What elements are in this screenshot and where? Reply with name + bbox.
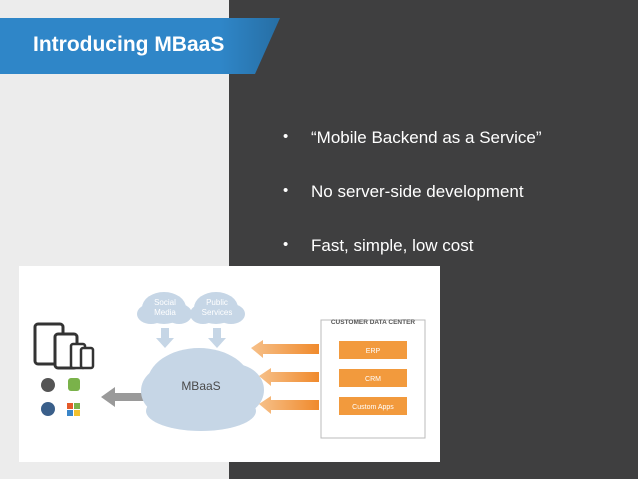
svg-text:CUSTOMER DATA CENTER: CUSTOMER DATA CENTER: [331, 319, 416, 326]
svg-text:ERP: ERP: [366, 348, 381, 355]
svg-text:Public: Public: [206, 298, 228, 307]
social-media-cloud: Social Media: [137, 292, 192, 324]
mbaas-cloud: MBaaS: [141, 348, 264, 431]
platform-icons: [41, 378, 80, 416]
arrow-to-devices: [101, 387, 147, 407]
bullet-text: Fast, simple, low cost: [311, 236, 474, 255]
title-banner: [0, 18, 280, 74]
bullet-item: • “Mobile Backend as a Service”: [283, 128, 542, 182]
diagram-svg: Social Media Public Services MBaaS: [33, 292, 426, 439]
devices-icon: [33, 322, 95, 370]
bullet-icon: •: [283, 128, 289, 145]
bullet-text: “Mobile Backend as a Service”: [311, 128, 542, 147]
svg-text:Custom Apps: Custom Apps: [352, 404, 394, 411]
bullet-list: • “Mobile Backend as a Service” • No serve…: [283, 128, 542, 290]
bullet-icon: •: [283, 236, 289, 253]
slide-title: Introducing MBaaS: [33, 33, 225, 56]
datacenter-arrows: [251, 340, 319, 414]
svg-text:Social: Social: [154, 298, 176, 307]
svg-text:CRM: CRM: [365, 376, 381, 383]
mbaas-diagram: Social Media Public Services MBaaS: [19, 266, 440, 462]
arrow-public-down: [208, 328, 226, 348]
bullet-item: • No server-side development: [283, 182, 542, 236]
bullet-icon: •: [283, 182, 289, 199]
bullet-item: • Fast, simple, low cost: [283, 236, 542, 290]
customer-data-center: CUSTOMER DATA CENTER ERP CRM Custom Apps: [320, 319, 426, 439]
public-services-cloud: Public Services: [190, 292, 245, 324]
svg-text:MBaaS: MBaaS: [181, 379, 220, 393]
svg-text:Services: Services: [202, 308, 233, 317]
arrow-social-down: [156, 328, 174, 348]
svg-text:Media: Media: [154, 308, 176, 317]
bullet-text: No server-side development: [311, 182, 524, 201]
